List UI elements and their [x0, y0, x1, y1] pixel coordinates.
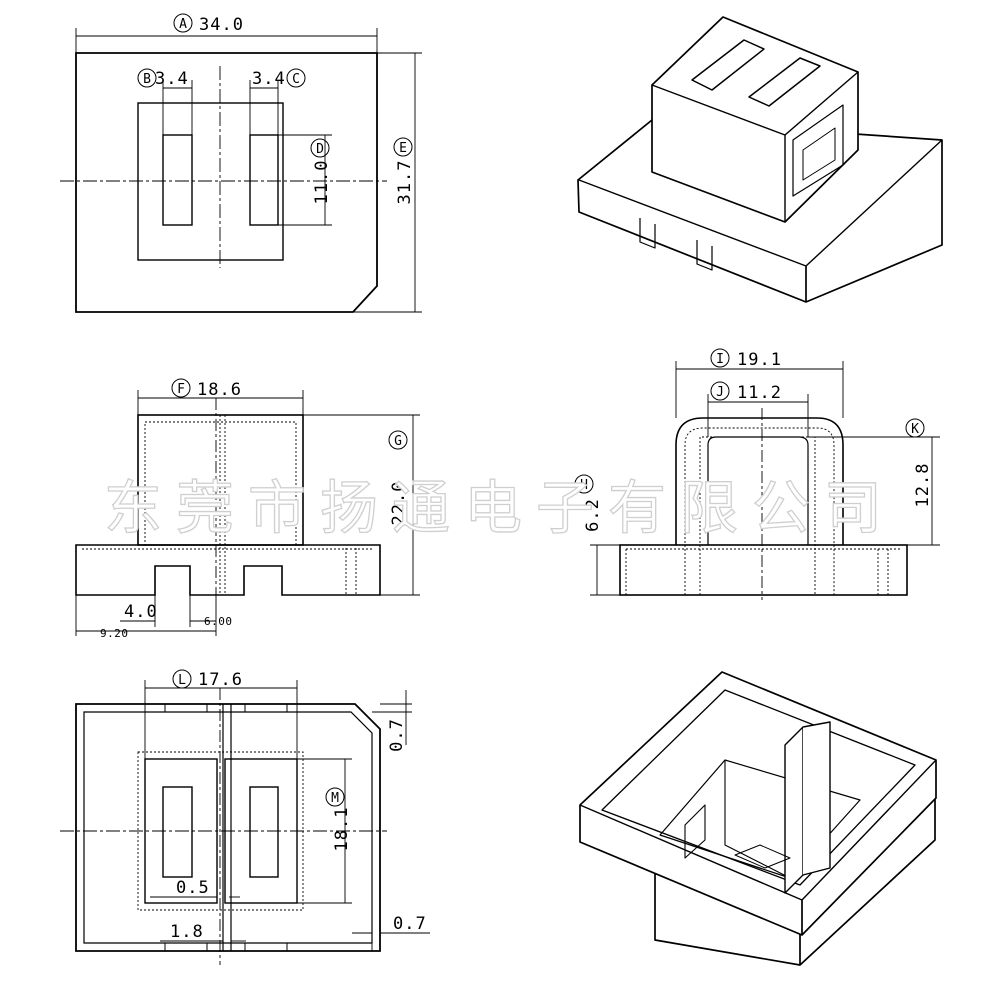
dim-f-value: 18.6	[197, 380, 242, 400]
dim-m-value: 18.1	[332, 807, 352, 852]
dim-m-letter: M	[331, 791, 339, 806]
top-view-left-window	[162, 134, 193, 226]
dim-h-value: 6.2	[583, 498, 603, 532]
dim-e-value: 31.7	[395, 160, 415, 205]
bottom-view-outline	[75, 703, 381, 952]
front-view	[75, 390, 420, 636]
company-watermark: 东莞市扬通电子有限公司	[104, 474, 896, 542]
dim-g-letter: G	[394, 434, 402, 449]
dim-g-value: 22.0	[389, 481, 409, 526]
dim-k-letter: K	[911, 422, 919, 437]
dim-d-letter: D	[316, 142, 324, 157]
dim-pitch-a: 9.20	[100, 627, 129, 640]
dim-f-letter: F	[177, 382, 185, 397]
dim-slot-width: 4.0	[124, 602, 158, 622]
dim-c-value: 3.4	[252, 69, 286, 89]
dim-e-letter: E	[399, 141, 407, 156]
dim-l-letter: L	[178, 673, 186, 688]
top-view-right-window	[249, 134, 279, 226]
dim-i-value: 19.1	[737, 350, 782, 370]
dim-b-letter: B	[143, 72, 151, 87]
dim-d-value: 11.0	[312, 160, 332, 205]
dim-c-letter: C	[292, 72, 300, 87]
dim-k-value: 12.8	[913, 463, 933, 508]
top-view	[60, 28, 422, 313]
side-view-bobbin	[675, 417, 844, 545]
dim-b-value: 3.4	[155, 69, 189, 89]
side-view-base	[619, 544, 908, 596]
dim-j-letter: J	[716, 385, 724, 400]
bottom-view	[60, 680, 430, 965]
dim-i-letter: I	[716, 352, 724, 367]
top-view-frame	[137, 102, 284, 261]
dim-l-value: 17.6	[198, 670, 243, 690]
iso-view-bottom	[579, 671, 937, 966]
dim-a-value: 34.0	[199, 15, 244, 35]
dim-pitch-b: 6.00	[204, 615, 233, 628]
dim-slot-gap: 1.8	[170, 922, 204, 942]
side-view	[590, 361, 940, 600]
dim-inner-gap: 0.5	[176, 878, 210, 898]
dim-a-letter: A	[179, 17, 187, 32]
top-view-outline	[75, 52, 378, 313]
iso-view-top	[577, 16, 943, 303]
dim-j-value: 11.2	[737, 383, 782, 403]
dim-top-right-gap: 0.7	[387, 718, 407, 752]
dim-h-letter: H	[580, 478, 588, 493]
dimension-labels: A 34.0 B 3.4 C 3.4 D 11.0 E 31.7 F 18.6 …	[100, 13, 933, 942]
front-view-base	[75, 544, 381, 596]
dim-bottom-right-gap: 0.7	[393, 914, 427, 934]
